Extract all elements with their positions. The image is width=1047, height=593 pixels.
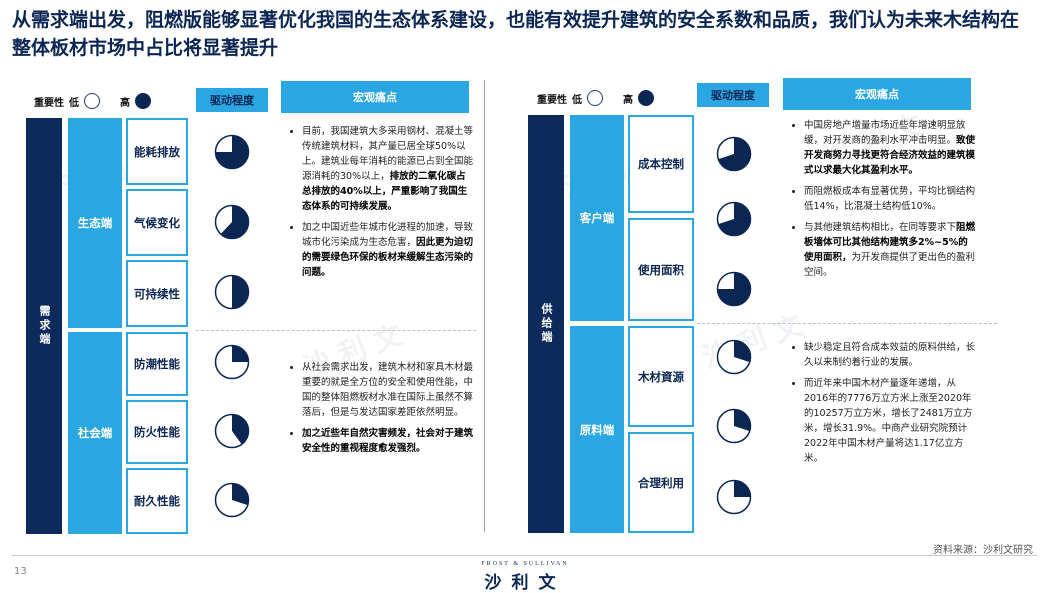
- harvey-ball-cost: [716, 136, 752, 172]
- panel-divider: [484, 80, 485, 532]
- harvey-fill: [232, 275, 249, 309]
- harvey-fill: [734, 409, 751, 432]
- harvey-ball-timber-2: [716, 408, 752, 444]
- item-durability: 耐久性能: [126, 468, 188, 534]
- low-circle-icon: [587, 90, 603, 106]
- pain-point: 与其他建筑结构相比，在同等要求下阻燃板墙体可比其他结构建筑多2%~5%的使用面积…: [804, 220, 976, 280]
- item-timber-resource: 木材資源: [628, 326, 694, 427]
- item-rational-use: 合理利用: [628, 432, 694, 533]
- pain-point: 而阻燃板成本有显著优势，平均比钢结构低14%，比混凝土结构低10%。: [804, 184, 976, 214]
- pain-point: 缺少稳定且符合成本效益的原料供给，长久以来制约着行业的发展。: [804, 340, 976, 370]
- item-sustainability: 可持续性: [126, 260, 188, 327]
- pain-points-society: 从社会需求出发，建筑木材和家具木材最重要的就是全方位的安全和使用性能，中国的整体…: [288, 360, 474, 462]
- page-number: 13: [14, 566, 27, 577]
- pain-points-customer: 中国房地产增量市场近些年增速明显放缓，对开发商的盈利水平冲击明显。致使开发商努力…: [790, 118, 976, 286]
- logo-text-bottom: 沙利文: [484, 573, 566, 593]
- drive-header-right: 驱动程度: [697, 83, 769, 107]
- pain-points-ecology: 目前，我国建筑大多采用钢材、混凝土等传统建筑材料，其产量已居全球50%以上。建筑…: [288, 124, 474, 286]
- legend-low-label: 低: [69, 97, 79, 109]
- demand-side-label: 需求端: [38, 305, 51, 347]
- group-ecology-label: 生态端: [77, 216, 113, 230]
- pain-header-right: 宏观痛点: [783, 78, 971, 110]
- importance-legend-right: 重要性 低 高: [537, 90, 654, 106]
- harvey-ball-climate: [214, 204, 250, 240]
- legend-high-label: 高: [120, 97, 130, 109]
- group-ecology: 生态端: [68, 118, 122, 328]
- harvey-ball-fire: [214, 413, 250, 449]
- pain-point: 加之近些年自然灾害频发，社会对于建筑安全性的重视程度愈发强烈。: [302, 426, 474, 456]
- harvey-fill: [734, 480, 751, 497]
- item-emissions: 能耗排放: [126, 118, 188, 185]
- source-note: 资料来源：沙利文研究: [933, 545, 1033, 556]
- harvey-fill: [718, 202, 751, 236]
- harvey-ball-sustainability: [214, 274, 250, 310]
- group-customer: 客户端: [570, 115, 624, 321]
- item-climate: 气候变化: [126, 189, 188, 256]
- page-title: 从需求端出发，阻燃版能够显著优化我国的生态体系建设，也能有效提升建筑的安全系数和…: [12, 9, 1020, 59]
- pain-point: 从社会需求出发，建筑木材和家具木材最重要的就是全方位的安全和使用性能，中国的整体…: [302, 360, 474, 420]
- high-circle-icon: [135, 93, 151, 109]
- high-circle-icon: [638, 90, 654, 106]
- logo-text-top: FROST & SULLIVAN: [481, 561, 569, 567]
- harvey-ball-durability: [214, 482, 250, 518]
- drive-header: 驱动程度: [196, 88, 268, 112]
- supply-side-label: 供给端: [540, 303, 553, 345]
- item-usable-area: 使用面积: [628, 218, 694, 321]
- harvey-ball-area: [716, 271, 752, 307]
- pain-point: 而近年来中国木材产量逐年递增，从2016年的7776万立方米上涨至2020年的1…: [804, 376, 976, 466]
- item-moisture: 防潮性能: [126, 332, 188, 396]
- harvey-fill: [232, 345, 249, 362]
- pain-point: 目前，我国建筑大多采用钢材、混凝土等传统建筑材料，其产量已居全球50%以上。建筑…: [302, 124, 474, 214]
- item-fire: 防火性能: [126, 400, 188, 464]
- pain-point: 加之中国近些年城市化进程的加速，导致城市化污染成为生态危害，因此更为迫切的需要绿…: [302, 220, 474, 280]
- pain-header: 宏观痛点: [281, 81, 469, 113]
- harvey-ball-rational: [716, 479, 752, 515]
- harvey-fill: [232, 483, 249, 506]
- item-cost-control: 成本控制: [628, 115, 694, 213]
- harvey-fill: [717, 272, 751, 306]
- harvey-fill: [232, 414, 249, 445]
- harvey-ball-emissions: [214, 134, 250, 170]
- harvey-ball-moisture: [214, 344, 250, 380]
- harvey-fill: [718, 137, 751, 171]
- group-society-label: 社会端: [77, 426, 113, 440]
- harvey-fill: [215, 135, 249, 169]
- importance-legend: 重要性 低 高: [34, 93, 151, 109]
- harvey-ball-timber: [716, 339, 752, 375]
- low-circle-icon: [84, 93, 100, 109]
- harvey-fill: [220, 205, 249, 239]
- demand-side-bar: 需求端: [26, 118, 62, 534]
- harvey-ball-cost-2: [716, 201, 752, 237]
- pain-point: 中国房地产增量市场近些年增速明显放缓，对开发商的盈利水平冲击明显。致使开发商努力…: [804, 118, 976, 178]
- supply-side-bar: 供给端: [528, 115, 564, 533]
- harvey-fill: [734, 340, 751, 363]
- pain-points-material: 缺少稳定且符合成本效益的原料供给，长久以来制约着行业的发展。 而近年来中国木材产…: [790, 340, 976, 472]
- frost-sullivan-logo: FROST & SULLIVAN 沙利文: [430, 561, 620, 593]
- legend-label: 重要性: [34, 97, 64, 109]
- footer-divider: [12, 555, 1037, 556]
- group-material: 原料端: [570, 326, 624, 533]
- group-society: 社会端: [68, 332, 122, 534]
